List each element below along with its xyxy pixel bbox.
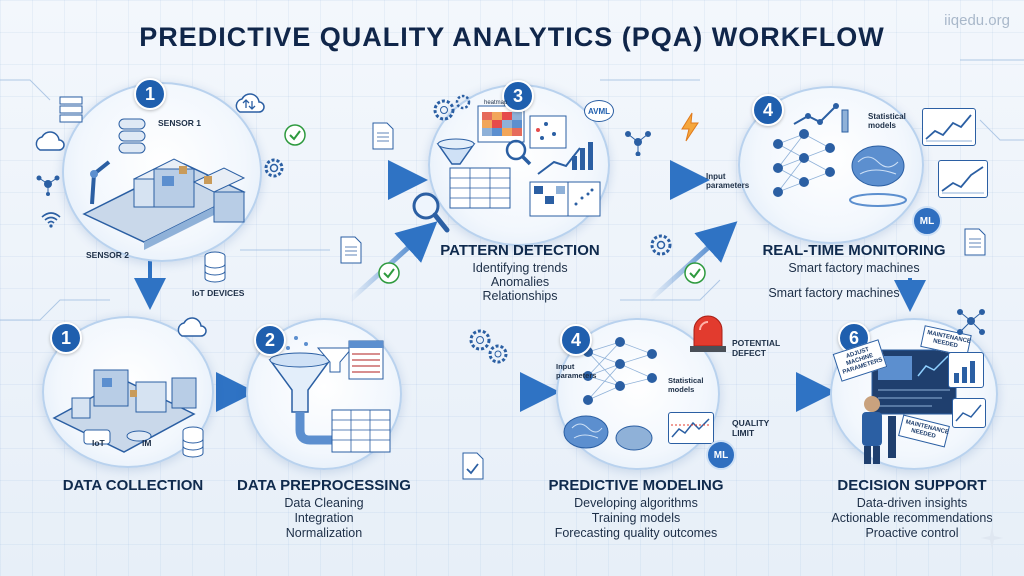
pattern-item-2: Anomalies [490, 275, 550, 289]
database-icon [204, 251, 226, 283]
potential-defect-label: POTENTIAL DEFECT [732, 338, 781, 358]
watermark: iiqedu.org [944, 12, 1010, 29]
stage-pattern-title: PATTERN DETECTION [440, 242, 600, 259]
monitoring-chart-bottom [938, 160, 988, 198]
monitoring-item-1: Smart factory machines [788, 261, 920, 275]
modeling-item-1: Developing algorithms [574, 496, 698, 510]
modeling-item-3: Forecasting quality outcomes [554, 526, 718, 540]
monitoring-stat-label: Statistical models [868, 112, 906, 130]
network-icon [957, 309, 985, 335]
document-icon [340, 236, 362, 264]
preprocessing-item-3: Normalization [285, 526, 363, 540]
modeling-ml-badge: ML [706, 440, 736, 470]
heatmap-label: heatmap [484, 100, 508, 106]
sparkle-icon [981, 527, 1003, 549]
quality-limit-label: QUALITY LIMIT [732, 418, 770, 438]
badge-preprocessing: 2 [254, 324, 286, 356]
preprocessing-item-1: Data Cleaning [284, 496, 364, 510]
sensor2-label: SENSOR 2 [86, 250, 129, 260]
siren-icon [690, 315, 726, 352]
pattern-analysis-illustration [436, 105, 601, 217]
check-icon [284, 124, 306, 146]
preprocessing-item-2: Integration [294, 511, 354, 525]
funnel-pipeline-illustration [268, 336, 391, 453]
decision-item-3: Proactive control [865, 526, 959, 540]
stage-top-collection-circle [62, 82, 262, 262]
badge-pattern: 3 [502, 80, 534, 112]
stage-collection-title: DATA COLLECTION [62, 477, 204, 494]
cloud-icon [177, 317, 207, 337]
badge-collection: 1 [50, 322, 82, 354]
modeling-stat-label: Statistical models [668, 376, 704, 394]
cloud-sync-icon [235, 93, 265, 113]
server-icon [59, 96, 83, 123]
modeling-input-label: Input parameters [556, 362, 597, 380]
badge-top-collection: 1 [134, 78, 166, 110]
network-icon [36, 175, 60, 196]
checklist-icon [462, 452, 484, 480]
cloud-icon [35, 131, 65, 151]
neural-network-illustration [563, 337, 657, 451]
gear-icon [650, 234, 672, 256]
lightning-icon [681, 112, 699, 142]
badge-monitoring: 4 [752, 94, 784, 126]
factory-line-illustration [82, 118, 246, 250]
modeling-item-2: Training models [591, 511, 681, 525]
stage-preprocessing-title: DATA PREPROCESSING [237, 477, 411, 494]
gears-icon [433, 94, 471, 121]
decision-item-2: Actionable recommendations [831, 511, 993, 525]
sensor1-label: SENSOR 1 [158, 118, 201, 128]
iot-devices-label: IoT DEVICES [192, 288, 245, 298]
pattern-item-1: Identifying trends [472, 261, 568, 275]
spreadsheet-icon [348, 340, 384, 380]
page-title: PREDICTIVE QUALITY ANALYTICS (PQA) WORKF… [139, 22, 885, 52]
decision-line-chart [952, 398, 986, 428]
magnifier-icon [412, 192, 450, 233]
wifi-icon [41, 212, 61, 228]
monitoring-sublabel: Smart factory machines [768, 286, 900, 300]
quality-limit-chart [668, 412, 714, 444]
network-icon [625, 131, 651, 156]
document-icon [372, 122, 394, 150]
stage-modeling-circle [556, 318, 720, 470]
monitoring-network-illustration [773, 103, 907, 207]
stage-decision-title: DECISION SUPPORT [837, 477, 987, 494]
collection-im-label: IM [142, 438, 152, 448]
factory-floor-illustration [52, 369, 197, 453]
monitoring-input-label: Input parameters [706, 172, 750, 190]
badge-modeling: 4 [560, 324, 592, 356]
monitoring-ml-badge: ML [912, 206, 942, 236]
stage-monitoring-title: REAL-TIME MONITORING [762, 242, 946, 259]
gear-icon [264, 158, 284, 178]
decision-bar-chart [948, 352, 984, 388]
monitoring-chart-top [922, 108, 976, 146]
avml-badge: AVML [584, 100, 614, 122]
database-icon [182, 426, 204, 458]
gears-icon [469, 329, 508, 364]
pattern-item-3: Relationships [482, 289, 558, 303]
stage-modeling-title: PREDICTIVE MODELING [548, 477, 724, 494]
check-icon [684, 262, 706, 284]
check-icon [378, 262, 400, 284]
document-icon [964, 228, 986, 256]
decision-item-1: Data-driven insights [856, 496, 968, 510]
collection-iot-label: IoT [92, 438, 105, 448]
